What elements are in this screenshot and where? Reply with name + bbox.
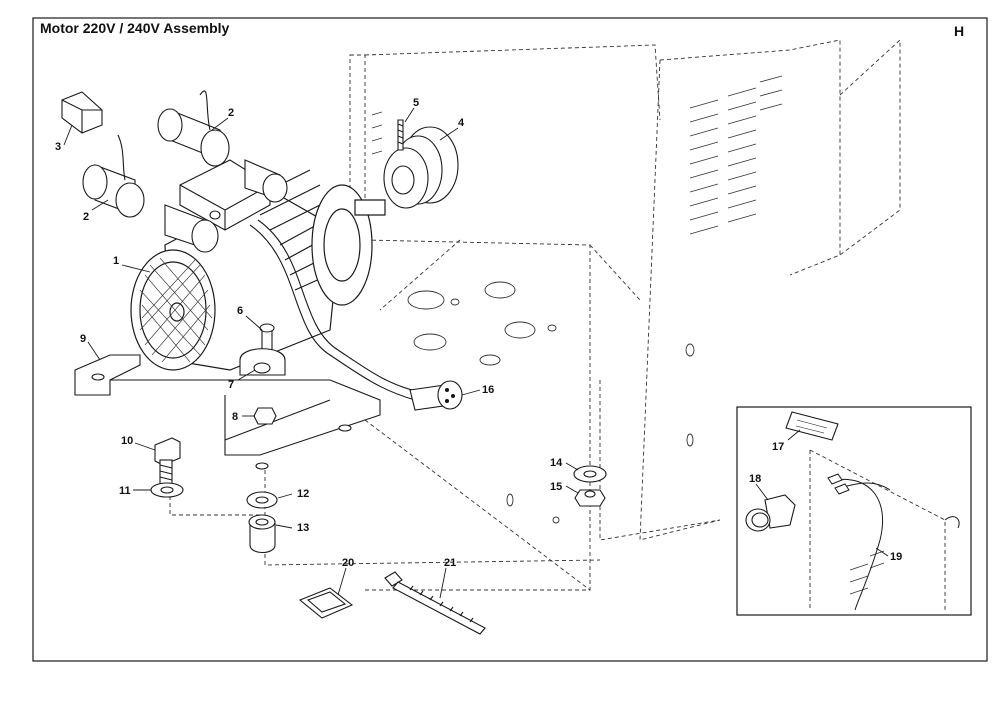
callout-5: 5 (413, 97, 419, 109)
cabinet-hardware (573, 465, 607, 507)
callout-17: 17 (772, 441, 784, 453)
pulley (383, 119, 459, 209)
sheet-letter: H (954, 23, 965, 39)
callout-2-upper: 2 (228, 107, 234, 119)
cable-clamp-hardware (239, 323, 286, 425)
stop-switch-wire (827, 473, 960, 611)
callout-14: 14 (550, 457, 563, 469)
callout-12: 12 (297, 488, 309, 500)
plate-holes (407, 281, 695, 524)
callout-labels: 1 2 2 3 4 5 6 7 8 9 10 11 12 13 14 15 16… (55, 97, 902, 569)
inset-panel-outline (809, 449, 946, 610)
diagram-frame (32, 17, 988, 662)
callout-8: 8 (232, 411, 238, 423)
motor-bracket (74, 354, 381, 470)
fan-grille (139, 257, 213, 363)
callout-11: 11 (119, 485, 131, 497)
callout-2-lower: 2 (83, 211, 89, 223)
power-plug (409, 380, 463, 411)
power-cable (249, 219, 421, 401)
inset-vents (849, 550, 885, 595)
callout-16: 16 (482, 384, 494, 396)
callout-13: 13 (297, 522, 309, 534)
callout-9: 9 (80, 333, 86, 345)
callout-7: 7 (228, 379, 234, 391)
callout-6: 6 (237, 305, 243, 317)
callout-10: 10 (121, 435, 133, 447)
callout-3: 3 (55, 141, 61, 153)
small-parts (298, 571, 486, 635)
callout-19: 19 (890, 551, 902, 563)
cabinet-vents (371, 75, 783, 235)
callout-4: 4 (458, 117, 465, 129)
callout-21: 21 (444, 557, 456, 569)
mounting-hardware (150, 437, 278, 554)
callout-1: 1 (113, 255, 119, 267)
emergency-stop-label (785, 411, 839, 441)
callout-20: 20 (342, 557, 354, 569)
emergency-stop-button (745, 494, 796, 532)
capacitors (82, 90, 288, 253)
page-title: Motor 220V / 240V Assembly (40, 20, 230, 36)
callout-15: 15 (550, 481, 562, 493)
leader-lines (63, 107, 889, 599)
switch-connector (61, 91, 103, 134)
callout-18: 18 (749, 473, 761, 485)
